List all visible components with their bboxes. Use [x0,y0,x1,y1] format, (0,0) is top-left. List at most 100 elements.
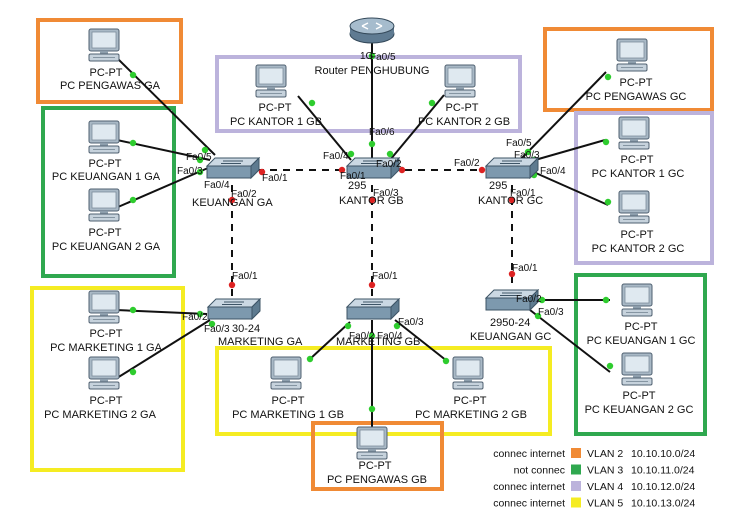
port-dot [604,73,612,81]
link-marketing2gb-mgb [394,319,448,362]
pc-marketing-1-ga[interactable]: PC-PT PC MARKETING 1 GA [50,290,163,354]
port-label: Fa0/3 [177,166,203,177]
link-kantor2gc-gc [528,169,609,206]
pc-keuangan-1-ga[interactable]: PC-PT PC KEUANGAN 1 GA [52,120,161,183]
pc-marketing-1-gb[interactable]: PC-PT PC MARKETING 1 GB [232,356,344,421]
switch-kantor-gc[interactable]: 295 KANTOR GC [478,157,543,207]
desktop-computer-icon [88,188,120,222]
pc-type: PC-PT [625,321,658,333]
pc-keuangan-2-gc[interactable]: PC-PT PC KEUANGAN 2 GC [585,352,694,416]
switch-keuangan-ga[interactable]: KEUANGAN GA [192,157,273,209]
vlan3-box-keuangan-ga [41,106,176,278]
port-dot [478,166,486,174]
port-label: Fa0/3 [514,150,540,161]
vlan3-box-keuangan-gc [574,273,707,436]
port-label: Fa0/4 [377,331,403,342]
port-dot [129,71,137,79]
port-dot [338,166,346,174]
pc-kantor-2-gc[interactable]: PC-PT PC KANTOR 2 GC [592,190,685,255]
desktop-computer-icon [618,116,650,150]
pc-kantor-1-gb[interactable]: PC-PT PC KANTOR 1 GB [230,64,322,128]
router-icon [349,17,395,44]
legend-swatch [571,497,581,508]
pc-type: PC-PT [272,395,305,407]
desktop-computer-icon [270,356,302,390]
links [115,41,611,433]
port-dot [386,150,394,158]
pc-name: PC KANTOR 2 GC [592,243,685,255]
port-dot [129,306,137,314]
legend-status: connec internet [493,481,565,493]
legend-network: 10.10.12.0/24 [631,481,695,493]
pc-pengawas-ga[interactable]: PC-PT PC PENGAWAS GA [60,28,161,92]
pc-name: PC KANTOR 1 GB [230,116,322,128]
desktop-computer-icon [621,352,653,386]
port-dot [368,140,376,148]
switch-marketing-ga[interactable]: 30-24 MARKETING GA [207,298,303,348]
pc-name: PC MARKETING 1 GB [232,409,344,421]
pc-type: PC-PT [446,102,479,114]
pc-marketing-2-gb[interactable]: PC-PT PC MARKETING 2 GB [415,356,527,421]
port-dot [344,322,352,330]
vlan4-box-kantor-gc [574,111,714,265]
port-dot [308,99,316,107]
port-label: Fa0/4 [323,151,349,162]
port-label: Fa0/6 [369,127,395,138]
link-kantor1gc-gc [527,139,606,163]
switch-kantor-gb[interactable]: 295 KANTOR GB [339,157,404,207]
port-dot [604,198,612,206]
port-label: Fa0/4 [540,166,566,177]
port-dot [129,368,137,376]
port-dot [442,357,450,365]
port-label: Fa0/3 [204,324,230,335]
vlan-boxes [30,18,714,491]
pc-marketing-2-ga[interactable]: PC-PT PC MARKETING 2 GA [44,356,157,421]
port-labels: Fa0/5 Fa0/3 Fa0/4 Fa0/1 Fa0/2 Fa0/6 Fa0/… [177,52,566,342]
router-penghubung[interactable]: Router PENGHUBUNG 1G [315,17,430,77]
port-label: Fa0/3 [538,307,564,318]
pc-pengawas-gc[interactable]: PC-PT PC PENGAWAS GC [586,38,687,103]
desktop-computer-icon [88,290,120,324]
switch-model: 295 [348,180,366,192]
pc-keuangan-2-ga[interactable]: PC-PT PC KEUANGAN 2 GA [52,188,161,253]
legend-status: connec internet [493,448,565,460]
pc-type: PC-PT [623,390,656,402]
legend-vlan: VLAN 2 [587,448,623,460]
switch-marketing-gb[interactable]: MARKETING GB [336,298,420,348]
switch-name: KEUANGAN GC [470,331,551,343]
pc-kantor-1-gc[interactable]: PC-PT PC KANTOR 1 GC [592,116,685,180]
port-dot [428,99,436,107]
network-switch-icon [485,157,539,179]
link-marketing2ga-mga [116,319,211,379]
network-switch-icon [207,298,261,320]
port-dot [129,139,137,147]
pc-pengawas-gb[interactable]: PC-PT PC PENGAWAS GB [327,426,427,486]
pc-name: PC MARKETING 1 GA [50,342,163,354]
pc-kantor-2-gb[interactable]: PC-PT PC KANTOR 2 GB [418,64,510,128]
port-dot [393,322,401,330]
legend-vlan: VLAN 3 [587,465,623,477]
legend-vlan: VLAN 4 [587,481,623,493]
legend-swatch [571,464,581,475]
port-label: Fa0/2 [376,159,402,170]
network-switch-icon [206,157,260,179]
switch-keuangan-gc[interactable]: 2950-24 KEUANGAN GC [470,289,551,343]
legend-status: connec internet [493,498,565,510]
link-pengawasgc-gc [521,71,607,159]
pc-name: PC KEUANGAN 1 GA [52,171,161,183]
port-dot [534,312,542,320]
port-label: Fa0/3 [398,317,424,328]
pc-name: PC KANTOR 1 GC [592,168,685,180]
pc-keuangan-1-gc[interactable]: PC-PT PC KEUANGAN 1 GC [587,283,696,347]
pc-type: PC-PT [89,158,122,170]
vlan2-box-pengawas-gb [311,421,444,491]
pc-type: PC-PT [621,154,654,166]
port-label: Fa0/2 [349,331,375,342]
desktop-computer-icon [621,283,653,317]
port-label: Fa0/5 [186,152,212,163]
vlan2-box-pengawas-ga [36,18,183,104]
port-dot [196,310,204,318]
pc-type: PC-PT [90,67,123,79]
